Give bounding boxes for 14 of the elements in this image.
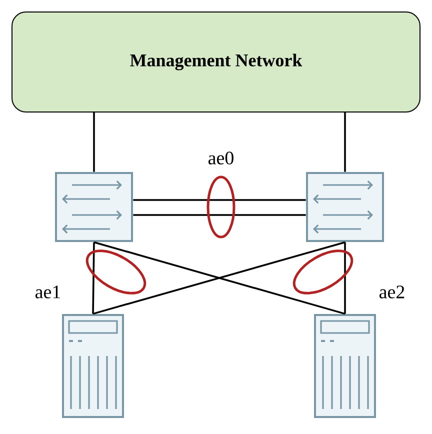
link-line [133, 214, 306, 216]
link-label: ae2 [380, 286, 404, 298]
server-drawing [314, 314, 376, 418]
switch-drawing [306, 172, 384, 242]
network-box: Management Network [12, 12, 420, 112]
link-line [344, 242, 346, 314]
link-label: ae0 [208, 152, 234, 164]
server-drawing [62, 314, 124, 418]
switch-drawing [55, 172, 133, 242]
link-label: ae1 [36, 286, 60, 298]
link-line [344, 112, 346, 172]
link-line [92, 242, 95, 314]
link-line [93, 112, 95, 172]
link-line [133, 199, 306, 201]
